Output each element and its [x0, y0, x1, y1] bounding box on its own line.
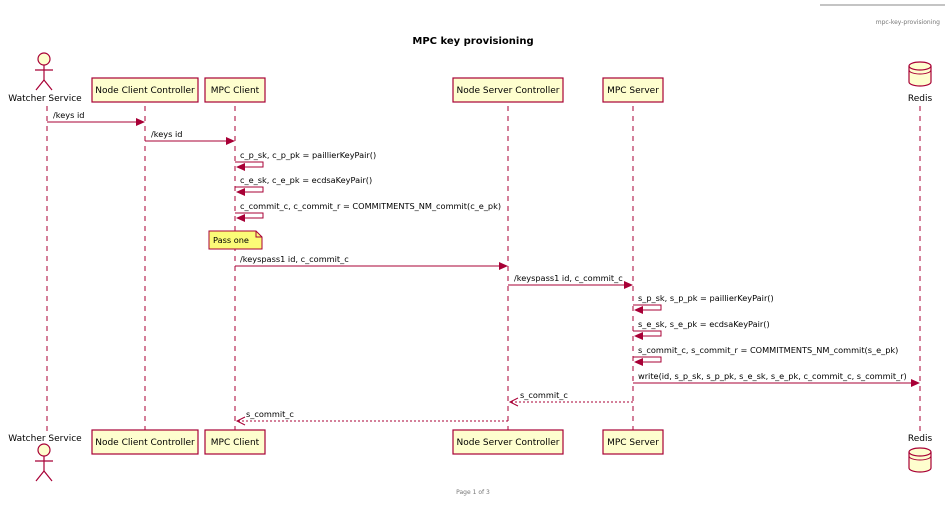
- lifelines: [46, 106, 921, 432]
- participant-label: Node Server Controller: [457, 86, 560, 96]
- diagram-title: MPC key provisioning: [412, 36, 533, 47]
- message-label: c_e_sk, c_e_pk = ecdsaKeyPair(): [240, 175, 372, 185]
- participant-mpc-client-top: MPC Client: [204, 77, 266, 103]
- message-6: /keyspass1 id, c_commit_c: [235, 254, 508, 270]
- participant-node-server-controller-bottom: Node Server Controller: [452, 429, 564, 455]
- message-10-self: s_commit_c, s_commit_r = COMMITMENTS_NM_…: [633, 345, 898, 366]
- message-13-return: s_commit_c: [235, 409, 508, 426]
- participant-label: Redis: [908, 94, 933, 104]
- message-label: /keys id: [151, 129, 182, 139]
- database-redis-bottom: Redis: [908, 434, 933, 473]
- page-footer: Page 1 of 3: [456, 489, 490, 496]
- actor-head-icon: [37, 52, 51, 66]
- message-2: /keys id: [145, 129, 235, 145]
- message-9-self: s_e_sk, s_e_pk = ecdsaKeyPair(): [633, 319, 770, 340]
- message-label: /keyspass1 id, c_commit_c: [514, 273, 623, 283]
- participant-label: MPC Client: [211, 86, 260, 96]
- message-label: write(id, s_p_sk, s_p_pk, s_e_sk, s_e_pk…: [638, 371, 907, 381]
- participant-label: Watcher Service: [8, 94, 82, 104]
- participant-mpc-server-bottom: MPC Server: [602, 429, 664, 455]
- database-redis-top: Redis: [908, 61, 933, 104]
- message-label: s_commit_c, s_commit_r = COMMITMENTS_NM_…: [638, 345, 898, 355]
- participant-label: MPC Client: [211, 438, 260, 448]
- message-1: /keys id: [47, 110, 145, 126]
- message-label: s_p_sk, s_p_pk = paillierKeyPair(): [638, 293, 774, 303]
- participant-label: Node Server Controller: [457, 438, 560, 448]
- message-3-self: c_p_sk, c_p_pk = paillierKeyPair(): [235, 150, 376, 171]
- note-label: Pass one: [213, 235, 249, 245]
- message-7: /keyspass1 id, c_commit_c: [508, 273, 633, 289]
- message-label: s_commit_c: [246, 409, 294, 419]
- actor-watcher-top: Watcher Service: [8, 52, 82, 104]
- message-4-self: c_e_sk, c_e_pk = ecdsaKeyPair(): [235, 175, 372, 196]
- message-label: /keyspass1 id, c_commit_c: [240, 254, 349, 264]
- message-label: /keys id: [53, 110, 84, 120]
- message-11: write(id, s_p_sk, s_p_pk, s_e_sk, s_e_pk…: [633, 371, 920, 387]
- message-label: s_commit_c: [520, 390, 568, 400]
- note-pass-one: Pass one: [208, 230, 263, 250]
- participant-label: MPC Server: [607, 438, 659, 448]
- participant-label: Node Client Controller: [95, 86, 195, 96]
- message-label: s_e_sk, s_e_pk = ecdsaKeyPair(): [638, 319, 770, 329]
- message-label: c_p_sk, c_p_pk = paillierKeyPair(): [240, 150, 376, 160]
- participant-label: Redis: [908, 434, 933, 444]
- message-8-self: s_p_sk, s_p_pk = paillierKeyPair(): [633, 293, 774, 314]
- message-12-return: s_commit_c: [508, 390, 633, 407]
- diagram-name: mpc-key-provisioning: [876, 19, 940, 26]
- participant-node-server-controller-top: Node Server Controller: [452, 77, 564, 103]
- participant-label: Watcher Service: [8, 434, 82, 444]
- actor-watcher-bottom: Watcher Service: [8, 434, 82, 482]
- message-5-self: c_commit_c, c_commit_r = COMMITMENTS_NM_…: [235, 201, 501, 222]
- participant-mpc-server-top: MPC Server: [602, 77, 664, 103]
- participant-node-client-controller-top: Node Client Controller: [91, 77, 199, 103]
- participant-node-client-controller-bottom: Node Client Controller: [91, 429, 199, 455]
- participant-mpc-client-bottom: MPC Client: [204, 429, 266, 455]
- actor-head-icon: [37, 443, 51, 457]
- participant-label: Node Client Controller: [95, 438, 195, 448]
- participant-label: MPC Server: [607, 86, 659, 96]
- message-label: c_commit_c, c_commit_r = COMMITMENTS_NM_…: [240, 201, 501, 211]
